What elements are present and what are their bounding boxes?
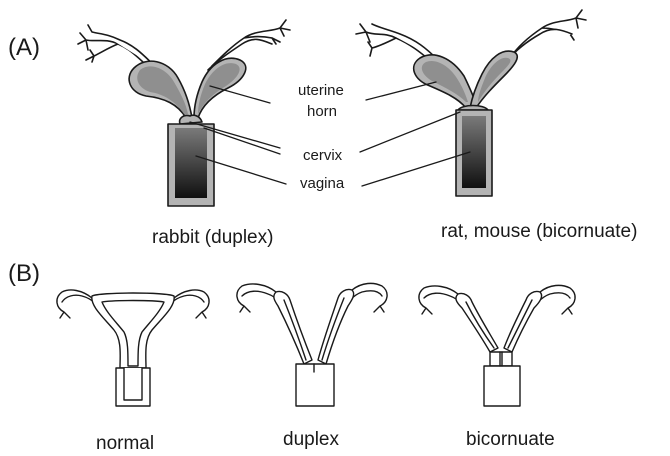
leader-horn-rabbit [210,86,270,103]
diagram-normal [57,290,209,406]
normal-uterus-inner [102,301,164,367]
rat-vagina [462,116,486,188]
bicornuate-tube-right [538,285,575,314]
diagram-bicornuate [419,285,575,406]
leader-vagina-rat [362,152,470,186]
bicornuate-body [490,352,512,366]
rabbit-vagina [175,128,207,198]
duplex-horn-left [274,291,312,364]
bicornuate-vagina [484,366,520,406]
duplex-horn-right [318,289,354,364]
duplex-tube-right [350,283,387,312]
bicornuate-horn-right [504,291,542,352]
leader-cervix-rat [360,112,460,152]
leader-cervix-rabbit-2 [204,128,280,154]
leader-lines [190,82,470,186]
normal-tube-right [170,290,209,318]
rat-oviduct-right [506,10,586,62]
rat-uterus [356,10,586,196]
diagram-duplex [237,283,387,406]
leader-horn-rat [366,82,436,100]
normal-tube-left [57,290,96,318]
duplex-vagina [296,364,334,406]
rabbit-uterus [78,20,290,206]
